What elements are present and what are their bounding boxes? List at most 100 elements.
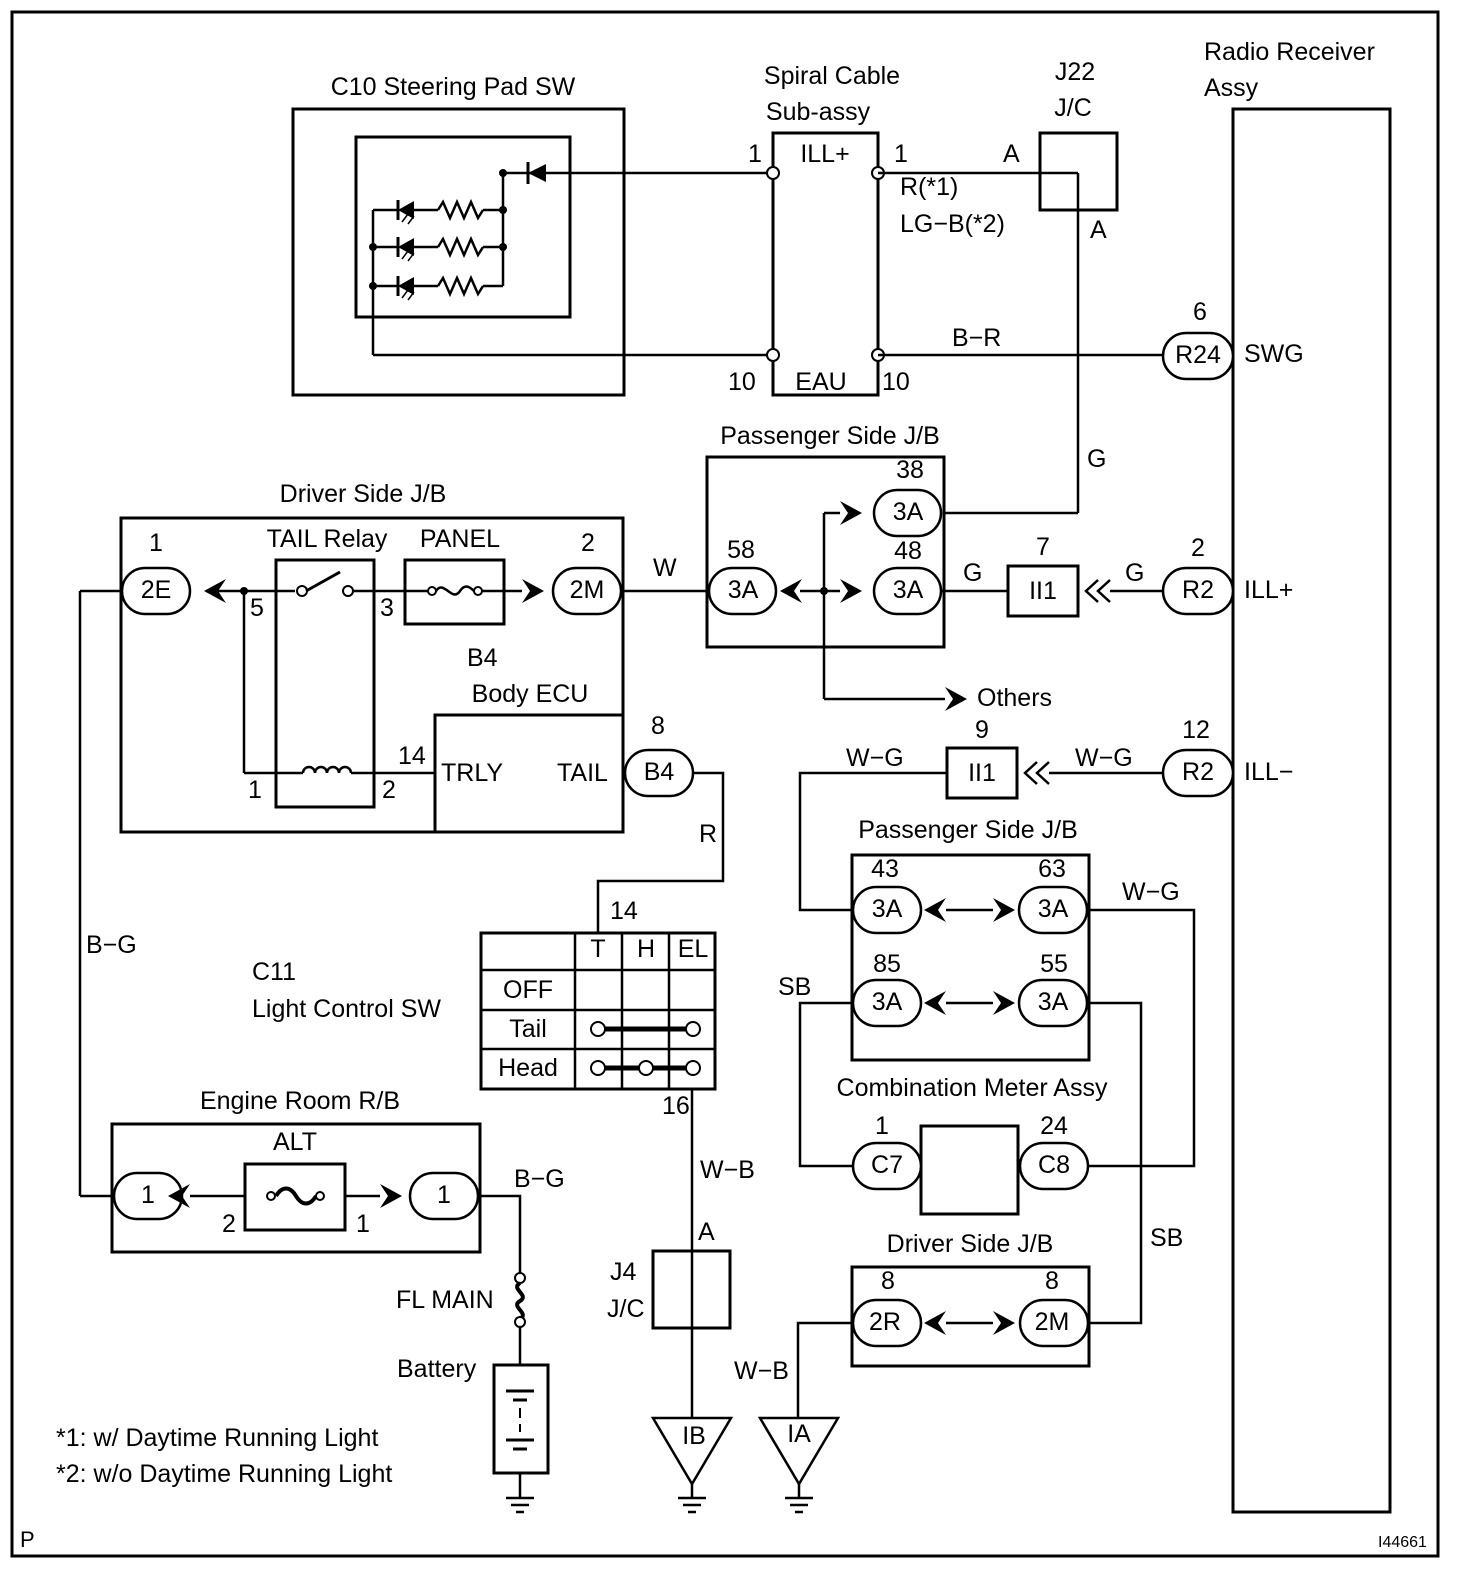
svg-text:OFF: OFF [503, 976, 553, 1004]
wire-wb-ia: W−B [734, 1357, 789, 1385]
svg-text:R24: R24 [1175, 341, 1221, 369]
svg-text:EL: EL [678, 935, 709, 963]
connector-ii1-top: II1 7 [1006, 533, 1080, 618]
svg-text:1: 1 [356, 1210, 370, 1238]
svg-text:1: 1 [875, 1112, 889, 1140]
svg-text:A: A [698, 1218, 715, 1246]
svg-text:85: 85 [873, 950, 901, 978]
svg-text:Light Control SW: Light Control SW [252, 995, 441, 1023]
wire-g-right: G [1125, 559, 1144, 587]
wire-w: W [653, 554, 677, 582]
svg-text:TAIL: TAIL [557, 759, 608, 787]
wire-wg-right: W−G [1075, 744, 1133, 772]
c10-title: C10 Steering Pad SW [331, 73, 576, 101]
note-2: *2: w/o Daytime Running Light [56, 1460, 392, 1488]
svg-text:Head: Head [498, 1054, 558, 1082]
svg-text:T: T [590, 935, 605, 963]
svg-text:63: 63 [1038, 855, 1066, 883]
svg-text:3A: 3A [893, 576, 924, 604]
svg-text:16: 16 [662, 1092, 690, 1120]
fl-main-fuse: FL MAIN [396, 1272, 526, 1328]
svg-text:FL MAIN: FL MAIN [396, 1286, 494, 1314]
svg-text:Body ECU: Body ECU [472, 680, 589, 708]
svg-text:C8: C8 [1038, 1151, 1070, 1179]
svg-text:55: 55 [1040, 950, 1068, 978]
ground-icon [678, 1496, 706, 1514]
svg-text:J/C: J/C [607, 1295, 645, 1323]
svg-text:48: 48 [894, 537, 922, 565]
svg-text:7: 7 [1036, 533, 1050, 561]
fuse-icon [515, 1281, 525, 1321]
wire-g-left: G [963, 559, 982, 587]
svg-text:1: 1 [149, 529, 163, 557]
corner-label-right: I44661 [1378, 1534, 1427, 1551]
driver-side-jb-bottom: Driver Side J/B 8 8 2R 2M [850, 1230, 1091, 1368]
svg-text:Combination Meter Assy: Combination Meter Assy [837, 1074, 1108, 1102]
wire-wb-j4: W−B [700, 1156, 755, 1184]
j22-junction-connector: J22 J/C A A [1003, 58, 1119, 244]
j22-pin-a2: A [1090, 216, 1107, 244]
svg-text:8: 8 [651, 712, 665, 740]
svg-text:J4: J4 [610, 1258, 637, 1286]
svg-text:B4: B4 [644, 758, 675, 786]
note-1: *1: w/ Daytime Running Light [56, 1424, 378, 1452]
fusible-link-icon [274, 1186, 318, 1206]
j22-pin-a1: A [1003, 140, 1020, 168]
svg-text:9: 9 [975, 716, 989, 744]
wire-wg-left: W−G [846, 744, 904, 772]
driver-side-jb-top: Driver Side J/B 1 2 2E 2M TAIL Relay PAN… [119, 480, 625, 834]
radio-title-1: Radio Receiver [1204, 38, 1375, 66]
wire-lgb2: LG−B(*2) [900, 210, 1005, 238]
svg-text:Engine Room R/B: Engine Room R/B [200, 1087, 400, 1115]
svg-text:IA: IA [787, 1420, 811, 1448]
connector-r2-ill-plus: R2 2 [1161, 534, 1235, 616]
spiral-pin-tl: 1 [748, 140, 762, 168]
svg-text:38: 38 [896, 456, 924, 484]
svg-text:C11: C11 [252, 958, 296, 986]
svg-text:3A: 3A [872, 988, 903, 1016]
led-icon [398, 201, 414, 219]
wire-sb-right: SB [1150, 1224, 1183, 1252]
fuse-icon [434, 585, 475, 596]
svg-text:12: 12 [1182, 716, 1210, 744]
svg-text:2M: 2M [570, 576, 605, 604]
svg-text:14: 14 [610, 897, 638, 925]
svg-text:1: 1 [248, 776, 262, 804]
svg-text:2E: 2E [141, 576, 172, 604]
svg-text:2: 2 [1191, 534, 1205, 562]
engine-room-rb: Engine Room R/B ALT 1 1 2 1 [110, 1087, 482, 1254]
radio-ill-minus: ILL− [1244, 758, 1293, 786]
ground-icon [785, 1496, 813, 1514]
wire-r: R [699, 820, 717, 848]
svg-text:Passenger Side J/B: Passenger Side J/B [858, 816, 1078, 844]
body-ecu: B4 Body ECU TRLY TAIL 14 8 B4 [398, 644, 695, 834]
svg-text:IB: IB [682, 1422, 706, 1450]
svg-text:1: 1 [141, 1181, 155, 1209]
connector-r24: R24 6 [1161, 298, 1235, 381]
svg-text:1: 1 [437, 1181, 451, 1209]
spiral-pin-br: 10 [882, 368, 910, 396]
svg-text:II1: II1 [968, 759, 996, 787]
svg-text:TAIL Relay: TAIL Relay [267, 525, 388, 553]
svg-text:ALT: ALT [273, 1128, 317, 1156]
led-row-1 [373, 198, 503, 222]
spiral-title-2: Sub-assy [766, 98, 871, 126]
svg-text:3A: 3A [872, 895, 903, 923]
spiral-term-ill-plus: ILL+ [800, 140, 849, 168]
radio-swg: SWG [1244, 340, 1304, 368]
svg-text:6: 6 [1193, 298, 1207, 326]
led-icon [398, 277, 414, 295]
wire-r1: R(*1) [900, 173, 958, 201]
svg-text:II1: II1 [1029, 577, 1057, 605]
wire-sb-left: SB [778, 973, 811, 1001]
led-row-2 [373, 235, 503, 259]
svg-text:TRLY: TRLY [441, 759, 503, 787]
j22-title-1: J22 [1055, 58, 1095, 86]
diode-icon [528, 164, 546, 182]
connector-ii1-bottom: II1 9 [945, 716, 1019, 800]
svg-text:8: 8 [881, 1267, 895, 1295]
svg-text:3A: 3A [1038, 895, 1069, 923]
svg-text:2: 2 [581, 529, 595, 557]
svg-text:Passenger Side J/B: Passenger Side J/B [720, 422, 940, 450]
